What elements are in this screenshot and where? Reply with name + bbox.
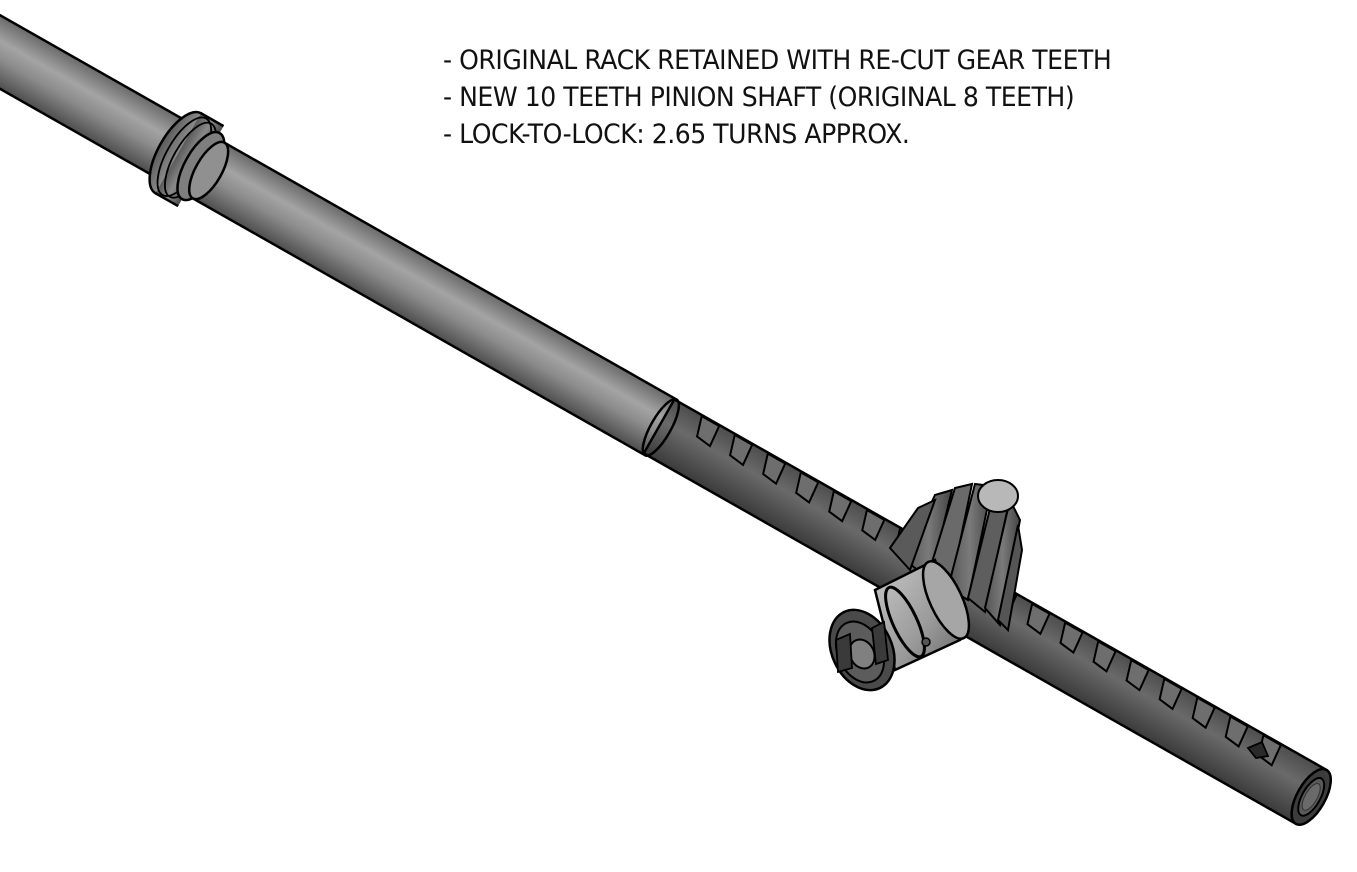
rack-teeth [695,414,1283,767]
collar-ring [148,110,230,208]
note-pinion-teeth: - NEW 10 TEETH PINION SHAFT (ORIGINAL 8 … [443,82,1075,113]
pinion-shaft [828,479,1024,692]
pinion-slotted-end [828,608,896,692]
note-lock-to-lock: - LOCK-TO-LOCK: 2.65 TURNS APPROX. [443,119,910,150]
rack-end-keyway [1246,740,1270,759]
drawing-notes: - ORIGINAL RACK RETAINED WITH RE-CUT GEA… [443,42,1112,153]
note-rack-retained: - ORIGINAL RACK RETAINED WITH RE-CUT GEA… [443,45,1112,76]
